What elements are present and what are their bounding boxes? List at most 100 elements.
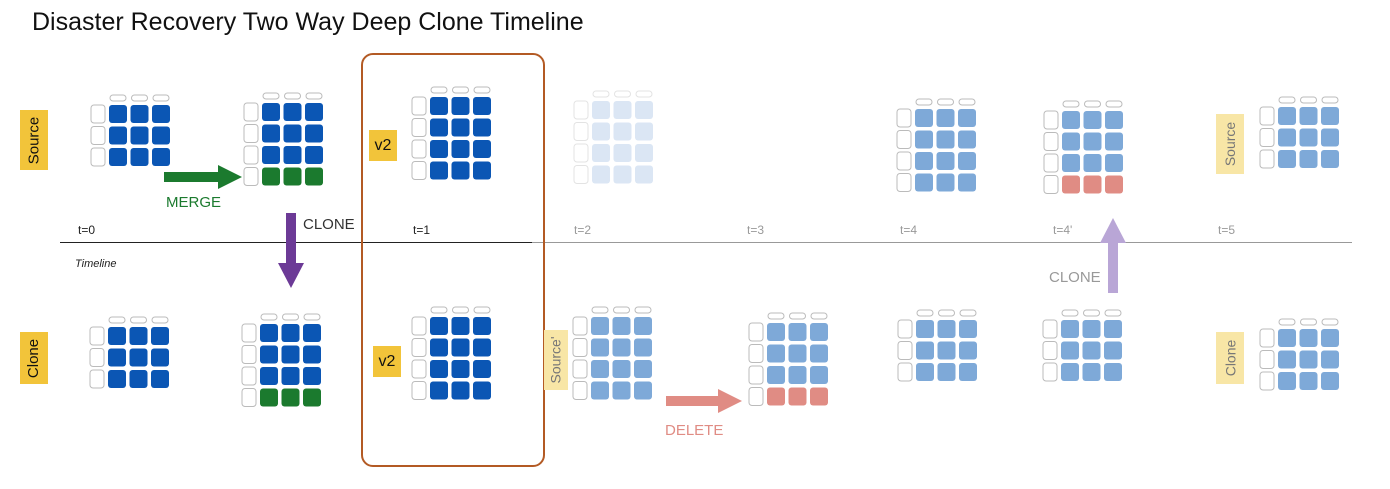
data-cell: [1278, 350, 1296, 369]
data-cell: [260, 367, 278, 385]
data-cell: [634, 317, 652, 335]
source-end-tag: Source: [1216, 114, 1244, 174]
data-cell: [451, 161, 470, 180]
data-cell: [430, 97, 448, 115]
column-header: [473, 86, 491, 94]
row-key-cell: [896, 173, 912, 192]
row-key-cell: [896, 130, 912, 149]
data-cell: [788, 387, 807, 406]
data-cell: [916, 320, 934, 338]
row-key-cell: [1259, 128, 1275, 147]
data-cell: [151, 348, 169, 367]
t1-highlight-box: [361, 53, 545, 467]
data-cell: [1299, 128, 1318, 147]
data-cell: [430, 118, 448, 137]
data-cell: [451, 140, 470, 158]
data-cell: [591, 381, 609, 400]
data-cell: [451, 360, 470, 378]
row-key-cell: [90, 126, 106, 145]
data-cell: [1321, 128, 1339, 147]
data-cell: [1321, 372, 1339, 390]
row-key-cell: [1043, 153, 1059, 173]
data-cell: [635, 165, 653, 184]
data-cell: [129, 348, 148, 367]
data-cell: [451, 381, 470, 400]
data-cell: [1105, 111, 1123, 129]
row-key-cell: [89, 369, 105, 389]
column-header: [592, 90, 610, 98]
data-cell: [958, 152, 976, 170]
data-cell: [109, 126, 127, 145]
column-header: [591, 306, 609, 314]
column-header: [130, 316, 147, 324]
row-key-cell: [411, 139, 427, 159]
data-cell: [635, 144, 653, 162]
row-key-cell: [1259, 106, 1275, 126]
tick-t0: t=0: [78, 223, 96, 237]
row-key-cell: [1042, 341, 1058, 360]
data-cell: [430, 140, 448, 158]
data-cell: [1299, 107, 1318, 125]
clone-table-t5: [1259, 318, 1339, 391]
column-header: [1105, 100, 1123, 108]
data-cell: [260, 345, 278, 364]
row-key-cell: [1259, 371, 1275, 391]
data-cell: [592, 165, 610, 184]
delete-arrow-icon: [666, 389, 742, 413]
merge-label: MERGE: [166, 194, 222, 211]
data-cell: [473, 360, 491, 378]
data-cell: [592, 122, 610, 141]
tick-t1: t=1: [413, 223, 431, 237]
column-header: [1104, 309, 1122, 317]
row-key-cell: [748, 365, 764, 385]
data-cell: [430, 338, 448, 357]
data-cell: [1321, 107, 1339, 125]
data-cell: [108, 348, 126, 367]
column-header: [284, 92, 301, 100]
data-cell: [430, 360, 448, 378]
row-key-cell: [241, 388, 257, 407]
data-cell: [1082, 363, 1101, 381]
row-key-cell: [1259, 149, 1275, 169]
row-key-cell: [411, 359, 427, 379]
column-header: [614, 90, 631, 98]
column-header: [1278, 318, 1296, 326]
data-cell: [592, 144, 610, 162]
clone-table-t4-prime: [1042, 309, 1122, 382]
column-header: [1084, 100, 1101, 108]
data-cell: [591, 360, 609, 378]
data-cell: [473, 97, 491, 115]
clone-table-t3: [748, 312, 828, 406]
column-header: [1061, 309, 1079, 317]
column-header: [1300, 96, 1317, 104]
source-row-label: Source: [20, 110, 48, 170]
data-cell: [281, 388, 300, 407]
data-cell: [260, 324, 278, 342]
data-cell: [959, 341, 977, 360]
tick-t4: t=4: [900, 223, 918, 237]
data-cell: [1082, 341, 1101, 360]
data-cell: [1062, 111, 1080, 129]
column-header: [613, 306, 630, 314]
data-cell: [281, 367, 300, 385]
data-cell: [612, 338, 631, 357]
row-key-cell: [1043, 132, 1059, 151]
data-cell: [613, 101, 632, 119]
data-cell: [473, 140, 491, 158]
source-table-t4-prime: [1043, 100, 1123, 194]
data-cell: [108, 327, 126, 345]
data-cell: [262, 146, 280, 164]
column-header: [937, 98, 954, 106]
data-cell: [1105, 132, 1123, 151]
column-header: [1300, 318, 1317, 326]
column-header: [915, 98, 933, 106]
column-header: [916, 309, 934, 317]
data-cell: [1278, 150, 1296, 168]
data-cell: [262, 103, 280, 121]
row-key-cell: [748, 387, 764, 406]
row-key-cell: [572, 316, 588, 336]
data-cell: [958, 173, 976, 192]
data-cell: [151, 327, 169, 345]
data-cell: [915, 152, 933, 170]
